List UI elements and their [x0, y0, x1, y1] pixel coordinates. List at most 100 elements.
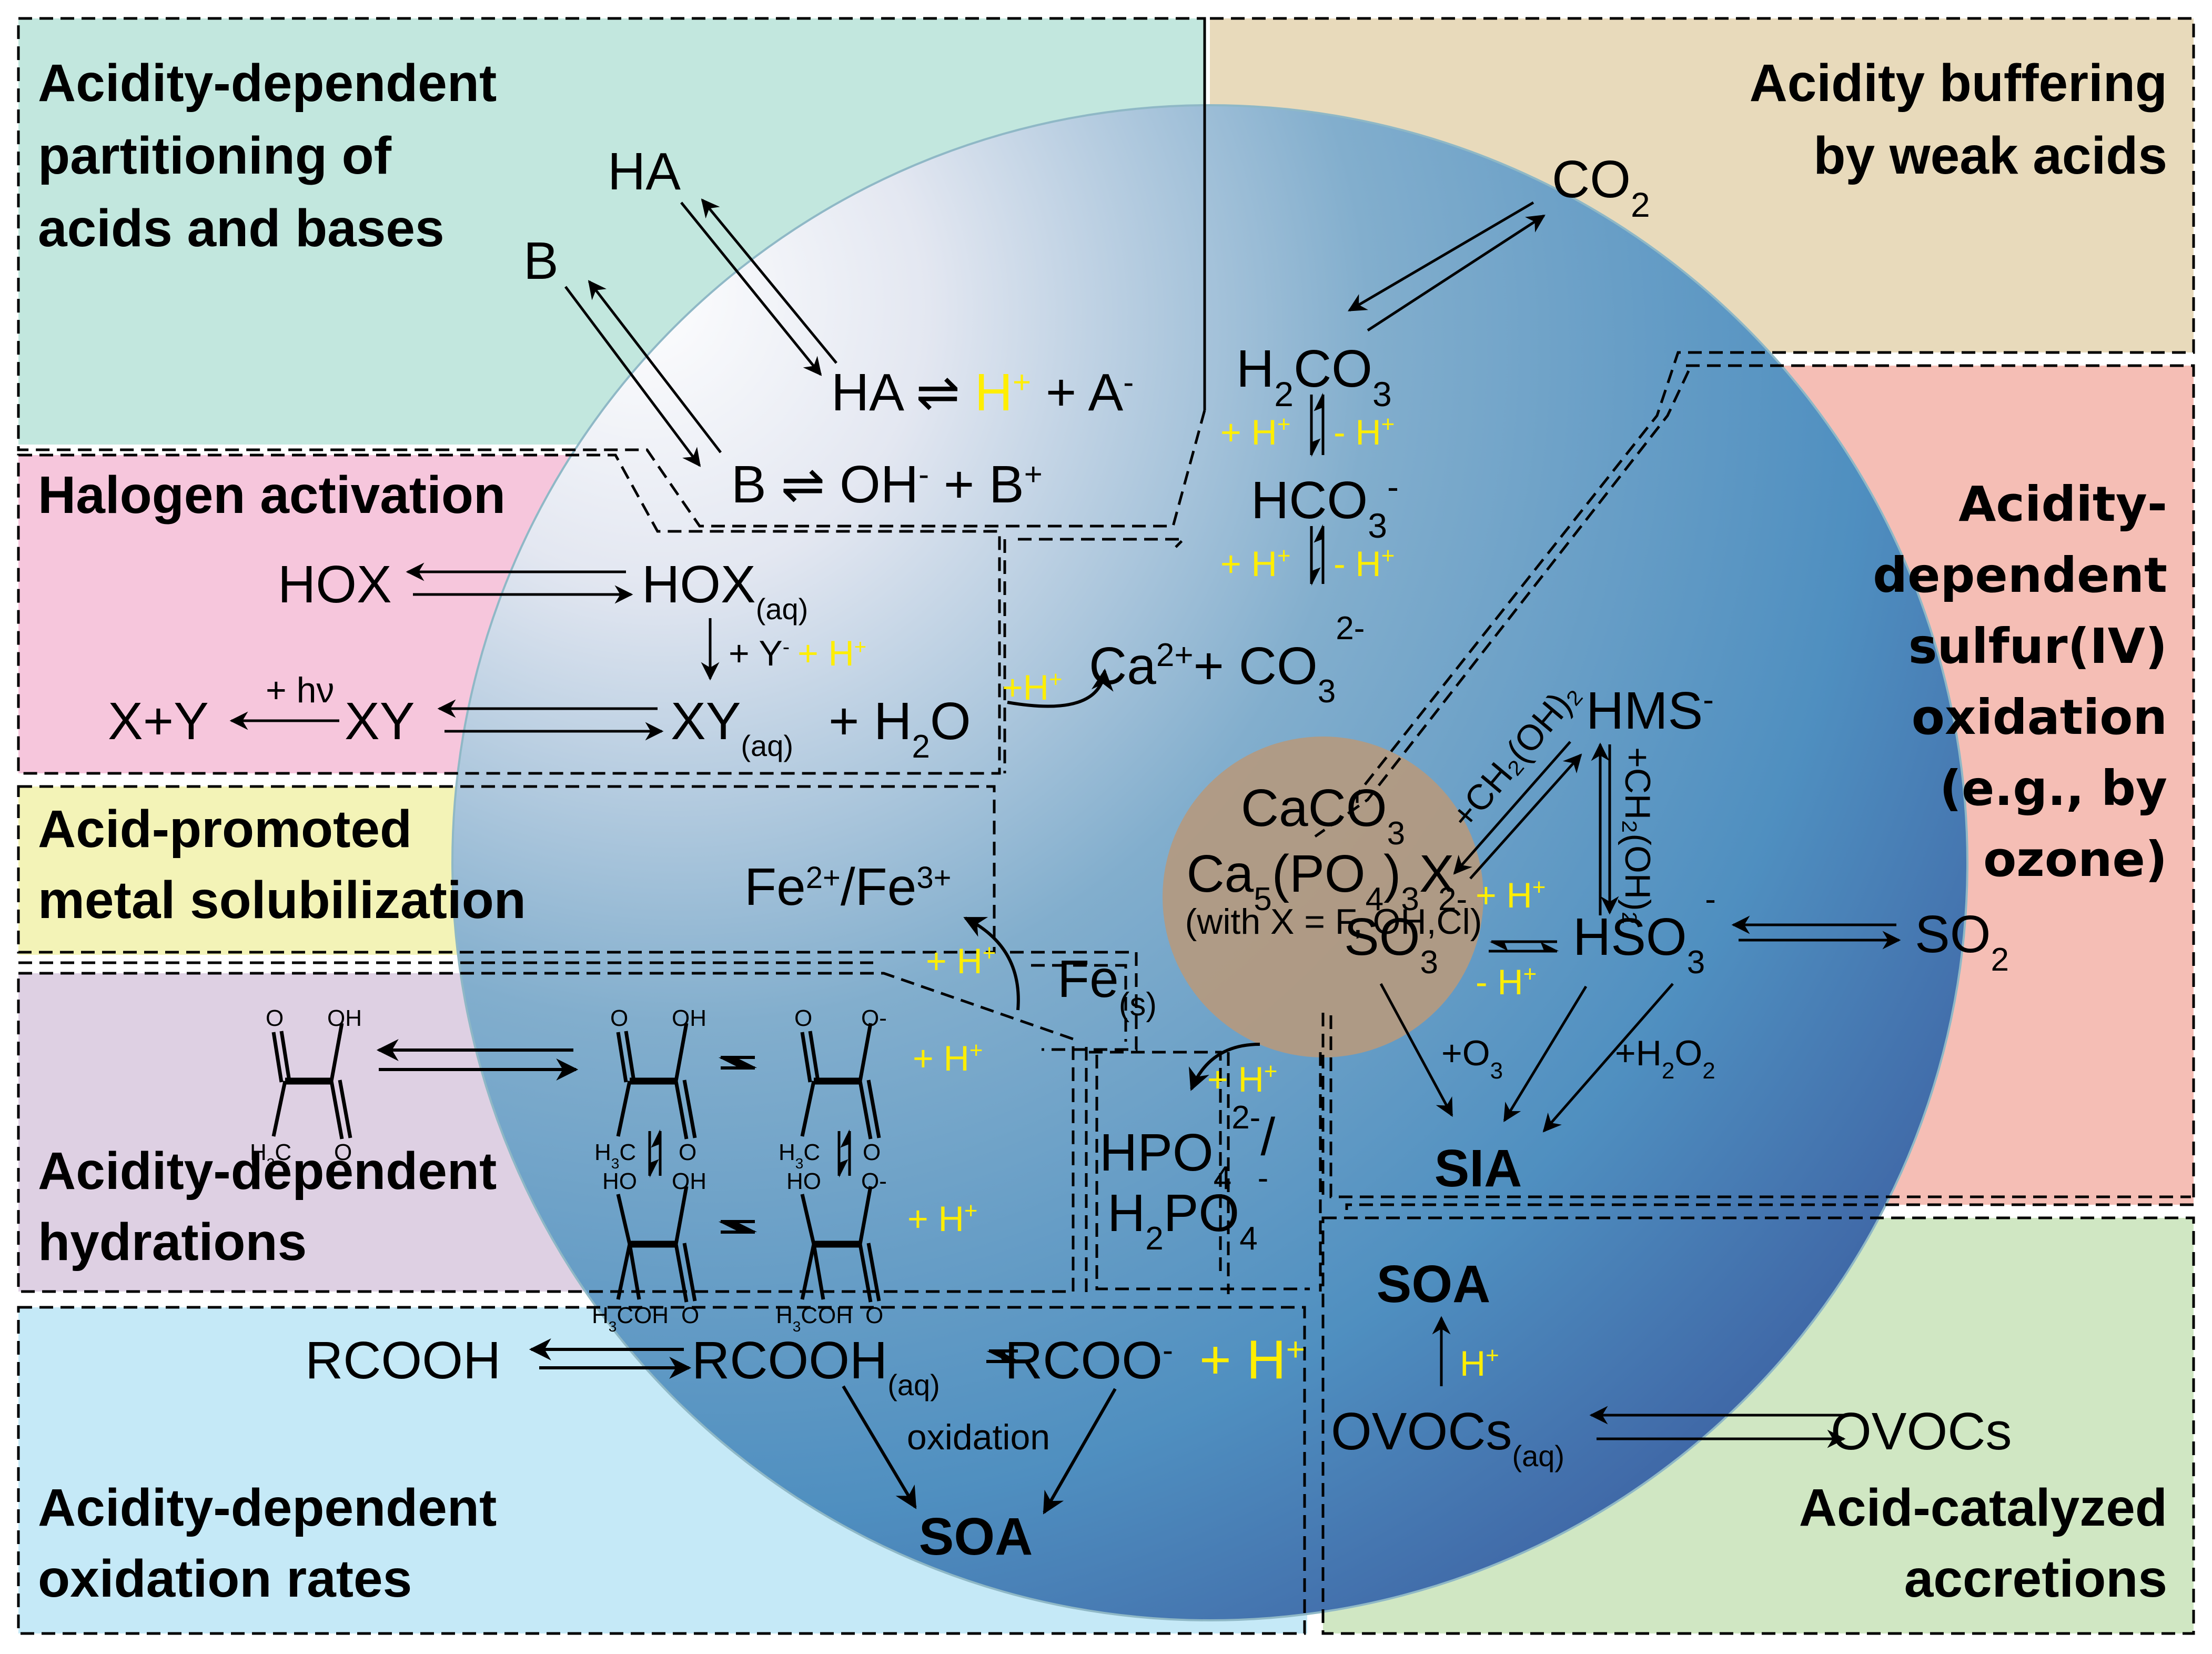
svg-text:O: O — [679, 1139, 696, 1165]
x-plus-y: X+Y — [108, 692, 209, 751]
sulfur-title: Acidity- dependent sulfur(IV) oxidation … — [1873, 476, 2167, 887]
pyruvic-acid-gas: O OH O H3C — [250, 1005, 362, 1172]
sulfur-title-line-5: (e.g., by — [1940, 760, 2167, 816]
hco3: HCO3- — [1251, 467, 1399, 545]
soa-product-oxidation: SOA — [919, 1507, 1033, 1566]
partitioning-title-line-2: partitioning of — [38, 126, 392, 185]
sulfur-title-line-6: ozone) — [1983, 831, 2167, 887]
svg-text:O: O — [794, 1005, 812, 1031]
bisulfite-o3-oxidation-arrow — [1503, 985, 1588, 1122]
partitioning-reactions: HA B HA ⇌ H+ + A- B ⇌ OH- + B+ — [523, 142, 1134, 514]
metal-title-line-2: metal solubilization — [38, 871, 526, 930]
oxidation-reactions: RCOOH RCOOH(aq) RCOO- + H+ oxidation SOA — [305, 1329, 1305, 1566]
oxidation-title-line-2: oxidation rates — [38, 1549, 412, 1608]
peroxide-label: +H2O2 — [1615, 1033, 1715, 1084]
sulfur-title-line-3: sulfur(IV) — [1908, 618, 2167, 674]
h2co3: H2CO3 — [1236, 339, 1392, 414]
bisulfite: HSO3- — [1573, 881, 1716, 981]
apatite-note: (with X = F, OH,Cl) — [1185, 902, 1482, 942]
accretion-reactions: SOA H+ OVOCs(aq) OVOCs — [1331, 1255, 2012, 1473]
ovocs-aq: OVOCs(aq) — [1331, 1402, 1564, 1473]
svg-text:H3C: H3C — [776, 1303, 817, 1335]
svg-text:O-: O- — [861, 1168, 887, 1194]
pyruvic-acid-aq: O OH O H3C — [594, 1005, 706, 1172]
svg-text:H3C: H3C — [250, 1139, 291, 1172]
phosphate-reactions: + H+ HPO42-/ H2PO4- — [1099, 1043, 1277, 1257]
svg-text:O: O — [681, 1303, 699, 1328]
buffer-minus-h-2: - H+ — [1334, 543, 1395, 584]
hydrated-pyruvate-anion: HO O- OH O H3C — [776, 1168, 887, 1335]
svg-text:O: O — [865, 1303, 883, 1328]
halogen-title: Halogen activation — [38, 466, 506, 525]
svg-text:O: O — [863, 1139, 881, 1165]
ha-dissolution-arrow — [680, 201, 822, 376]
buffering-title-line-2: by weak acids — [1813, 126, 2167, 185]
pyruvate-anion: O O- O H3C — [779, 1005, 887, 1172]
svg-text:H3C: H3C — [594, 1139, 636, 1172]
particle-core — [1163, 737, 1483, 1057]
hydrated-pyruvic-acid: HO OH OH O H3C — [592, 1168, 706, 1335]
svg-text:OH: OH — [327, 1005, 362, 1031]
rcoo-anion: RCOO- — [1005, 1331, 1173, 1390]
hms-anion: HMS- — [1586, 681, 1714, 740]
svg-text:O: O — [266, 1005, 284, 1031]
ha-dissociation: HA ⇌ H+ + A- — [831, 363, 1134, 422]
svg-text:HO: HO — [602, 1168, 637, 1194]
rcooh-aq: RCOOH(aq) — [692, 1331, 940, 1401]
sulfur-title-line-2: dependent — [1873, 547, 2167, 603]
co2-gas: CO2 — [1552, 150, 1650, 224]
buffer-plus-h-2: + H+ — [1220, 543, 1290, 584]
partitioning-title-line-3: acids and bases — [38, 199, 445, 258]
co2-dissolution-arrow — [1347, 201, 1534, 312]
hms-formation-arrow-diagonal — [1469, 753, 1582, 880]
svg-text:O-: O- — [861, 1005, 887, 1031]
b-dissociation: B ⇌ OH- + B+ — [731, 455, 1043, 514]
b-gas: B — [523, 231, 559, 290]
hydration-proton-2: + H+ — [907, 1198, 977, 1239]
metal-title-line-1: Acid-promoted — [38, 800, 412, 859]
phosphate-dissolution-arrow — [1188, 1043, 1260, 1091]
svg-text:H3C: H3C — [592, 1303, 633, 1335]
halogen-title-line-1: Halogen activation — [38, 466, 506, 525]
caco3: CaCO3 — [1241, 779, 1405, 852]
iron-dissolution-arrow — [963, 916, 1020, 1011]
sulfur-minus-h: - H+ — [1476, 961, 1537, 1003]
oxidation-title-line-1: Acidity-dependent — [38, 1478, 497, 1537]
metal-title: Acid-promoted metal solubilization — [38, 800, 526, 930]
buffer-plus-h-1: + H+ — [1220, 411, 1290, 453]
ha-gas: HA — [608, 142, 681, 201]
formaldehyde-label-vertical: +CH₂(OH)₂ — [1618, 747, 1658, 925]
accretions-title-line-2: accretions — [1904, 1549, 2167, 1608]
carbonate-dissolution-arrow — [1007, 668, 1114, 708]
sulfite: SO32- — [1344, 881, 1467, 981]
particle-core-labels: CaCO3 Ca5(PO4)3X (with X = F, OH,Cl) Fe(… — [1057, 779, 1482, 1023]
svg-text:OH: OH — [818, 1303, 853, 1328]
oxidation-title: Acidity-dependent oxidation rates — [38, 1478, 497, 1608]
xy-aq: XY(aq) — [671, 692, 793, 762]
buffering-reactions: CO2 H2CO3 + H+ - H+ HCO3- + H+ - H+ Ca2+… — [1002, 150, 1650, 710]
svg-text:HO: HO — [786, 1168, 821, 1194]
soa-product-accretion: SOA — [1377, 1255, 1491, 1314]
sia-product: SIA — [1435, 1139, 1522, 1198]
phosphate-proton: + H+ — [1207, 1058, 1277, 1100]
apatite: Ca5(PO4)3X — [1186, 844, 1454, 917]
svg-text:O: O — [610, 1005, 628, 1031]
iron-proton: + H+ — [926, 940, 996, 982]
hox-aq: HOX(aq) — [642, 555, 808, 626]
accretions-title: Acid-catalyzed accretions — [1799, 1478, 2167, 1608]
xy-gas: XY — [345, 692, 415, 751]
rcooh-oxidation-arrow — [842, 1385, 917, 1509]
accretions-title-line-1: Acid-catalyzed — [1799, 1478, 2167, 1537]
ovocs-gas: OVOCs — [1831, 1402, 2012, 1461]
ozone-label: +O3 — [1441, 1033, 1503, 1084]
hydration-proton-1: + H+ — [913, 1037, 983, 1079]
photolysis-label: + hν — [266, 670, 334, 710]
b-dissolution-arrow — [564, 286, 701, 467]
hms-decomposition-arrow — [1453, 741, 1571, 875]
buffer-minus-h-1: - H+ — [1334, 411, 1395, 453]
metal-reactions: Fe2+/Fe3+ + H+ — [744, 858, 1020, 1011]
partitioning-title-line-1: Acidity-dependent — [38, 54, 497, 113]
hpo4: HPO42-/ — [1099, 1100, 1275, 1196]
h2po4: H2PO4- — [1107, 1160, 1268, 1257]
